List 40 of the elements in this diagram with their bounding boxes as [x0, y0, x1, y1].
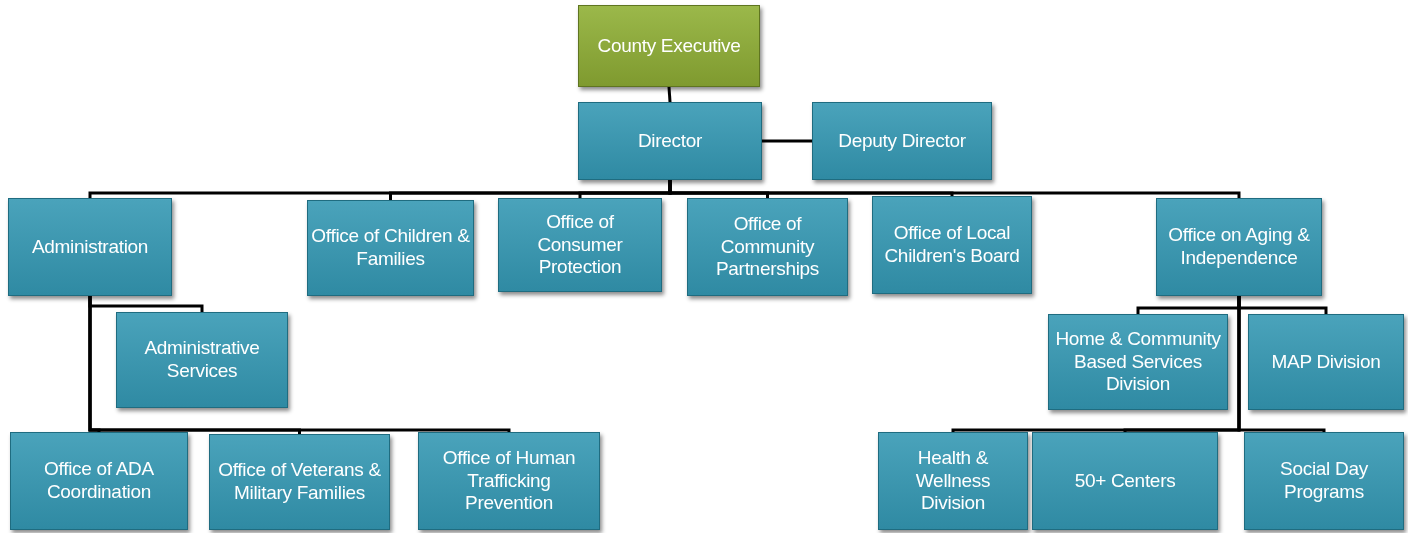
org-box [872, 196, 1032, 294]
unit-label: Office of Veterans & Military Families [217, 459, 382, 505]
connector-line [762, 139, 812, 143]
org-box [1032, 432, 1218, 530]
unit-label: 50+ Centers [1074, 469, 1176, 493]
unit-label: Office of Human Trafficking Prevention [441, 446, 577, 516]
unit-label: County Executive [597, 34, 741, 58]
unit-label: Office of Local Children's Board [883, 222, 1021, 268]
unit-label: Deputy Director [838, 129, 966, 153]
unit-label: Administration [31, 235, 149, 259]
org-box [1156, 198, 1322, 296]
connector-line [667, 86, 672, 103]
org-box [1048, 314, 1228, 410]
unit-label: Health & Wellness Division [914, 446, 992, 516]
unit-label: Office of Consumer Protection [536, 210, 624, 280]
org-box [307, 200, 474, 296]
connector-line [1237, 296, 1326, 433]
unit-label: Director [637, 129, 703, 153]
org-box [10, 432, 188, 530]
unit-label: Office on Aging & Independence [1167, 224, 1311, 270]
unit-label: MAP Division [1271, 350, 1381, 374]
unit-label: Administrative Services [143, 337, 261, 383]
unit-label: Office of Community Partnerships [714, 212, 821, 282]
org-box [578, 5, 760, 87]
org-box [578, 102, 762, 180]
org-box [418, 432, 600, 530]
org-box [209, 434, 390, 530]
org-box [498, 198, 662, 292]
org-box [878, 432, 1028, 530]
connector-line [88, 296, 511, 434]
org-box [1244, 432, 1404, 530]
unit-label: Social Day Programs [1279, 458, 1369, 504]
org-box [687, 198, 848, 296]
unit-label: Office of ADA Coordination [43, 458, 155, 504]
org-box [812, 102, 992, 180]
org-box [8, 198, 172, 296]
org-box [1248, 314, 1404, 410]
unit-label: Home & Community Based Services Division [1054, 327, 1222, 397]
unit-label: Office of Children & Families [311, 225, 470, 271]
org-box [116, 312, 288, 408]
